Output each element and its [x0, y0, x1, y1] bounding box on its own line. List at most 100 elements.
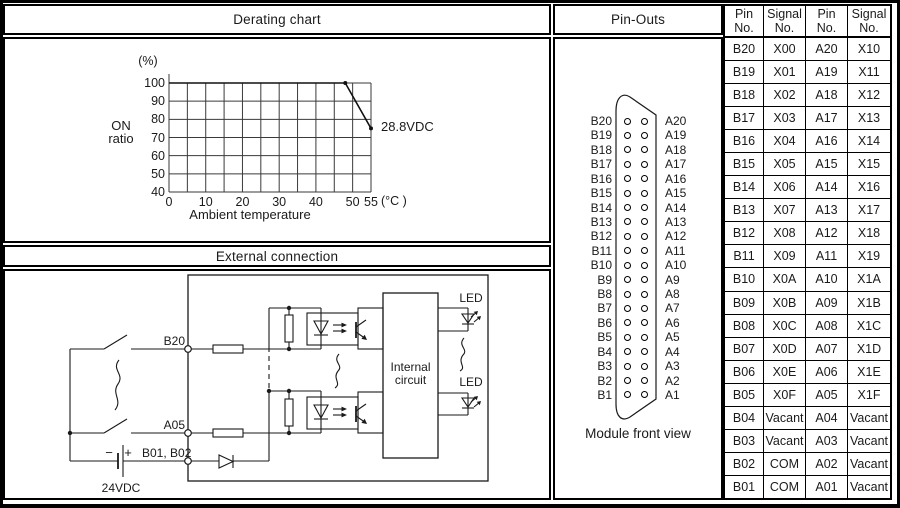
- internal-circuit-label-line1: Internal: [390, 360, 431, 374]
- table-cell: A11: [805, 245, 847, 268]
- pin-label-b: B18: [590, 142, 612, 157]
- table-cell: B10: [732, 272, 756, 287]
- table-cell: A15: [805, 153, 847, 176]
- table-cell: Vacant: [847, 452, 890, 475]
- table-cell: X1B: [847, 291, 890, 314]
- table-cell: X12: [847, 84, 890, 107]
- derating-chart: (%) ON ratio (°C ) Ambient temperature 2…: [5, 39, 549, 241]
- pin-hole: [624, 333, 631, 341]
- pin-label-a: A1: [665, 387, 680, 402]
- pin-label-b: B7: [597, 301, 612, 316]
- pin-label-a: A13: [665, 214, 687, 229]
- pin-label-a: A20: [665, 114, 687, 128]
- pin-hole: [640, 131, 648, 139]
- pin-hole: [624, 362, 631, 370]
- y-tick-label: 90: [151, 94, 165, 109]
- table-cell: Vacant: [847, 475, 890, 498]
- external-connection-header: External connection: [3, 245, 551, 267]
- table-cell: Vacant: [763, 429, 805, 452]
- pin-label-a: A16: [665, 171, 687, 186]
- pin-hole: [640, 218, 648, 226]
- table-cell: A01: [805, 475, 847, 498]
- table-cell: X05: [763, 153, 805, 176]
- table-cell: COM: [763, 452, 805, 475]
- pin-label-a: A10: [665, 258, 687, 273]
- pin-hole: [640, 391, 648, 399]
- table-cell: B02: [732, 456, 756, 471]
- table-cell: B20: [732, 42, 756, 57]
- pin-label-a: A9: [665, 272, 680, 287]
- table-cell: X0A: [763, 268, 805, 291]
- module-front-view-label: Module front view: [585, 426, 691, 441]
- led-label-top: LED: [459, 291, 483, 305]
- pin-row: B1 A1: [555, 388, 721, 402]
- table-cell: X03: [763, 107, 805, 130]
- table-cell: COM: [763, 475, 805, 498]
- table-cell: A16: [805, 130, 847, 153]
- table-cell: B01: [732, 479, 756, 494]
- pin-hole: [624, 304, 631, 312]
- x-tick-label: 55: [364, 195, 378, 209]
- pin-label-b: B11: [591, 243, 612, 258]
- table-cell: Vacant: [847, 429, 890, 452]
- battery-minus-label: −: [105, 445, 113, 460]
- table-cell: B16: [732, 134, 756, 149]
- pin-label-a: A12: [665, 229, 687, 244]
- pin-label-a: A8: [665, 287, 680, 302]
- table-cell: B04: [732, 410, 756, 425]
- pin-hole: [624, 232, 631, 240]
- pin-label-a: A14: [665, 200, 687, 215]
- table-header-cell: Signal No.: [847, 6, 890, 36]
- y-axis-unit-label: (%): [138, 54, 158, 68]
- pin-hole: [624, 146, 631, 154]
- x-axis-title: Ambient temperature: [189, 207, 311, 222]
- pin-label-b: B20: [590, 114, 612, 128]
- internal-circuit-label: Internal circuit: [383, 361, 438, 387]
- pin-label-b: B14: [590, 200, 612, 215]
- table-cell: X00: [763, 38, 805, 61]
- table-cell: X1C: [847, 314, 890, 337]
- derating-chart-title: Derating chart: [233, 12, 321, 27]
- pin-label-b: B1: [597, 387, 612, 402]
- pin-hole: [640, 146, 648, 154]
- header-line: No.: [816, 20, 837, 35]
- pin-hole: [624, 189, 631, 197]
- pin-row: B8 A8: [555, 287, 721, 301]
- y-tick-label: 50: [151, 166, 165, 181]
- pin-label-b: B2: [597, 373, 612, 388]
- y-tick-label: 70: [151, 130, 165, 145]
- y-axis-title: ON ratio: [104, 119, 138, 145]
- table-cell: A18: [805, 84, 847, 107]
- pin-hole: [640, 247, 648, 255]
- pin-label-b: B8: [597, 287, 612, 302]
- table-cell: A12: [805, 222, 847, 245]
- pin-hole: [624, 175, 631, 183]
- pin-label-a: A15: [665, 186, 687, 201]
- pin-hole: [624, 377, 631, 385]
- table-cell: Vacant: [847, 406, 890, 429]
- table-cell: B17: [732, 111, 756, 126]
- table-cell: A03: [805, 429, 847, 452]
- x-tick-label: 10: [198, 195, 213, 209]
- pin-hole: [640, 377, 648, 385]
- table-cell: X13: [847, 107, 890, 130]
- pin-hole: [640, 117, 648, 125]
- pinouts-title: Pin-Outs: [610, 12, 666, 27]
- internal-circuit-label-line2: circuit: [394, 373, 427, 387]
- table-cell: X14: [847, 130, 890, 153]
- pin-hole: [640, 189, 648, 197]
